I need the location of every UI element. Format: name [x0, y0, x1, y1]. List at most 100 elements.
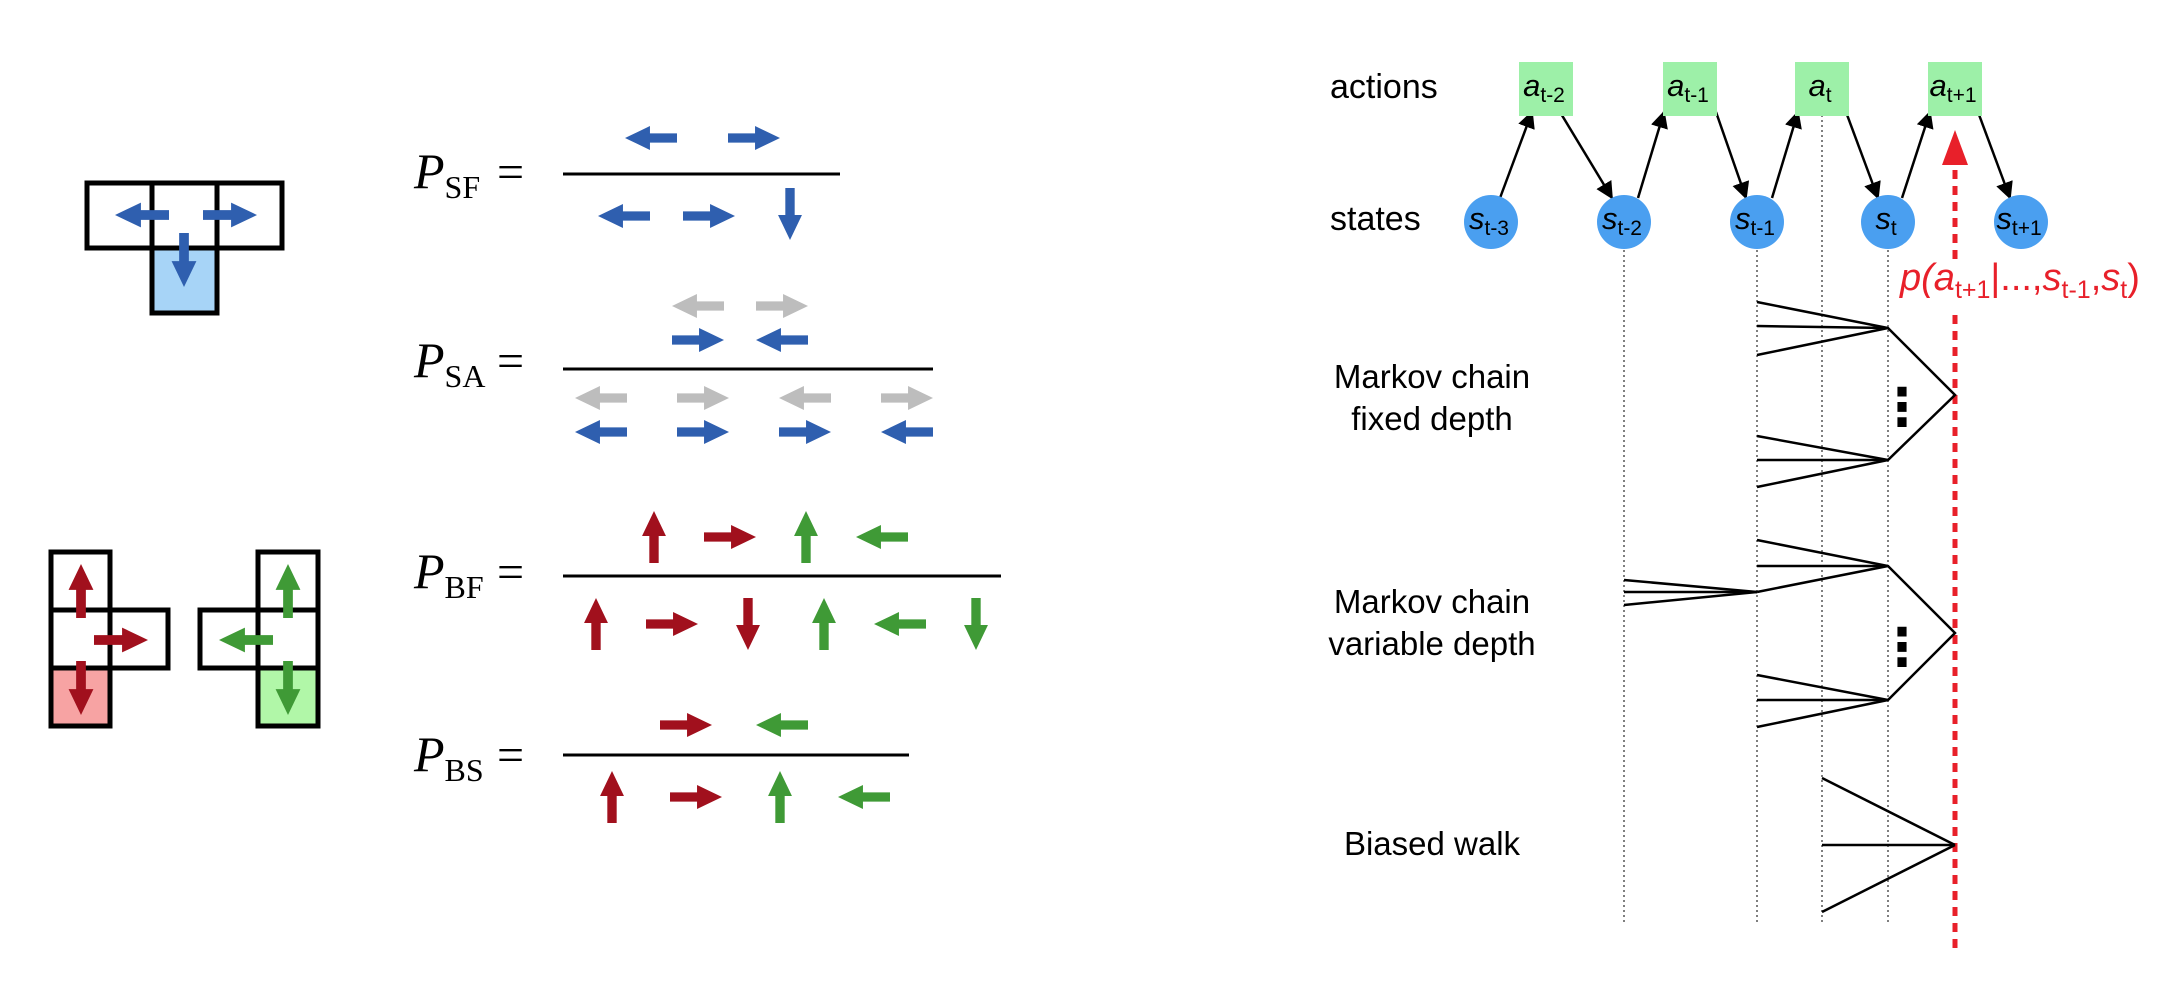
sf-num-blue-right-arrow-icon — [728, 126, 780, 150]
action-label-t: at — [1808, 68, 1831, 107]
green-l-shape-grid — [197, 549, 321, 729]
arrow-at2-to-st2 — [1558, 111, 1614, 200]
equation-pbs-letter: P — [413, 726, 445, 782]
action-label-t+1: at+1 — [1929, 68, 1976, 107]
bs-num-green-left-arrow-icon — [756, 713, 808, 737]
sa-den-a-gray-right-arrow-icon — [881, 386, 933, 410]
equation-pbs-subscript: BS — [445, 752, 484, 788]
model-label-variable-line2: variable depth — [1328, 625, 1535, 662]
t-shape-right-arrow-icon — [203, 202, 257, 228]
sa-num-b-blue-left-arrow-icon — [756, 328, 808, 352]
t-shape-arrows — [115, 202, 257, 287]
sa-num-a-gray-right-arrow-icon — [756, 294, 808, 318]
t-shape-grid — [84, 180, 285, 316]
bf-num-red-up-arrow-icon — [642, 511, 666, 563]
action-label-t-1: at-1 — [1667, 68, 1709, 107]
state-node-t-1: st-1 — [1730, 195, 1784, 249]
green-shape-down-arrow-icon — [275, 661, 301, 715]
state-label-t-2: st-2 — [1602, 201, 1642, 240]
action-nodes: at-2 at-1 at at+1 — [1519, 62, 1982, 116]
sf-den-blue-left-arrow-icon — [598, 204, 650, 228]
action-node-t-1: at-1 — [1663, 62, 1717, 116]
green-shape-arrows — [219, 564, 301, 715]
fraction-sf-arrows — [598, 126, 802, 240]
fixed-depth-ellipsis: ⋮ — [1876, 379, 1928, 437]
bs-num-red-right-arrow-icon — [660, 713, 712, 737]
equation-psf-letter: P — [413, 143, 445, 199]
arrow-st3-to-at2 — [1498, 110, 1535, 199]
model-label-variable-line1: Markov chain — [1334, 583, 1530, 620]
red-shape-right-arrow-icon — [94, 627, 148, 653]
bf-den-green-down-arrow-icon — [964, 598, 988, 650]
sa-den-b-blue-right-arrow-icon — [677, 420, 729, 444]
action-node-t+1: at+1 — [1928, 62, 1982, 116]
equation-psa-equals: = — [497, 335, 524, 388]
equation-pbf-subscript: BF — [445, 569, 484, 605]
arrow-at1-to-st1 — [1714, 111, 1750, 200]
sf-num-blue-left-arrow-icon — [625, 126, 677, 150]
bs-den-green-left-arrow-icon — [838, 785, 890, 809]
fixed-depth-tree — [1756, 300, 1957, 489]
bf-den-red-down-arrow-icon — [736, 598, 760, 650]
model-label-fixed-line1: Markov chain — [1334, 358, 1530, 395]
arrow-st1-to-at — [1770, 110, 1802, 199]
sa-den-b-blue-left-arrow-icon — [881, 420, 933, 444]
bf-den-green-left-arrow-icon — [874, 612, 926, 636]
bs-den-green-up-arrow-icon — [768, 771, 792, 823]
svg-text:PSF: PSF — [413, 143, 480, 205]
t-shape-down-arrow-icon — [171, 233, 197, 287]
equation-pbf: PBF = — [413, 511, 1001, 650]
equation-psa-letter: P — [413, 332, 445, 388]
equation-psf-equals: = — [497, 146, 524, 199]
bf-den-red-right-arrow-icon — [646, 612, 698, 636]
action-node-t: at — [1795, 62, 1849, 116]
state-node-t-3: st-3 — [1464, 195, 1518, 249]
sa-num-a-gray-left-arrow-icon — [672, 294, 724, 318]
state-label-t-1: st-1 — [1735, 201, 1775, 240]
biased-walk-tree — [1821, 776, 1956, 914]
svg-text:PBS: PBS — [413, 726, 484, 788]
arrow-st2-to-at1 — [1636, 110, 1668, 199]
green-shape-left-arrow-icon — [219, 627, 273, 653]
red-shape-down-arrow-icon — [68, 661, 94, 715]
sf-den-blue-down-arrow-icon — [778, 188, 802, 240]
t-shape-left-arrow-icon — [115, 202, 169, 228]
equation-pbs: PBS = — [413, 713, 909, 823]
equation-pbs-equals: = — [497, 729, 524, 782]
prediction-arrowhead — [1942, 130, 1968, 165]
equation-psa: PSA = — [413, 294, 933, 444]
sa-den-b-blue-right-arrow-icon — [779, 420, 831, 444]
fraction-sa-arrows — [575, 294, 933, 444]
variable-depth-tree — [1623, 538, 1957, 729]
state-label-t+1: st+1 — [1996, 201, 2041, 240]
equation-pbf-letter: P — [413, 543, 445, 599]
red-shape-up-arrow-icon — [68, 564, 94, 618]
vertical-guides — [1623, 110, 1889, 925]
arrow-at1p-to-st1p — [1976, 111, 2013, 200]
svg-text:PSA: PSA — [413, 332, 485, 394]
red-shape-arrows — [68, 564, 148, 715]
equation-pbf-equals: = — [497, 546, 524, 599]
fraction-bf-arrows — [584, 511, 988, 650]
sa-den-a-gray-left-arrow-icon — [575, 386, 627, 410]
red-l-shape-grid — [48, 549, 171, 729]
model-label-fixed-line2: fixed depth — [1351, 400, 1512, 437]
arrow-st-to-at1p — [1900, 110, 1934, 199]
sa-den-a-gray-left-arrow-icon — [779, 386, 831, 410]
action-label-t-2: at-2 — [1523, 68, 1565, 107]
probability-expression: p(at+1|...,st-1,st) — [1899, 257, 2140, 304]
state-node-t+1: st+1 — [1994, 195, 2048, 249]
arrow-at-to-st — [1844, 111, 1881, 200]
state-label-t: st — [1875, 201, 1897, 240]
bs-den-red-up-arrow-icon — [600, 771, 624, 823]
svg-text:PBF: PBF — [413, 543, 484, 605]
action-node-t-2: at-2 — [1519, 62, 1573, 116]
equation-psa-subscript: SA — [445, 358, 486, 394]
equation-psf: PSF = — [413, 126, 840, 240]
bf-den-red-up-arrow-icon — [584, 598, 608, 650]
green-shape-up-arrow-icon — [275, 564, 301, 618]
bs-den-red-right-arrow-icon — [670, 785, 722, 809]
fraction-bs-arrows — [600, 713, 890, 823]
bf-num-green-left-arrow-icon — [856, 525, 908, 549]
